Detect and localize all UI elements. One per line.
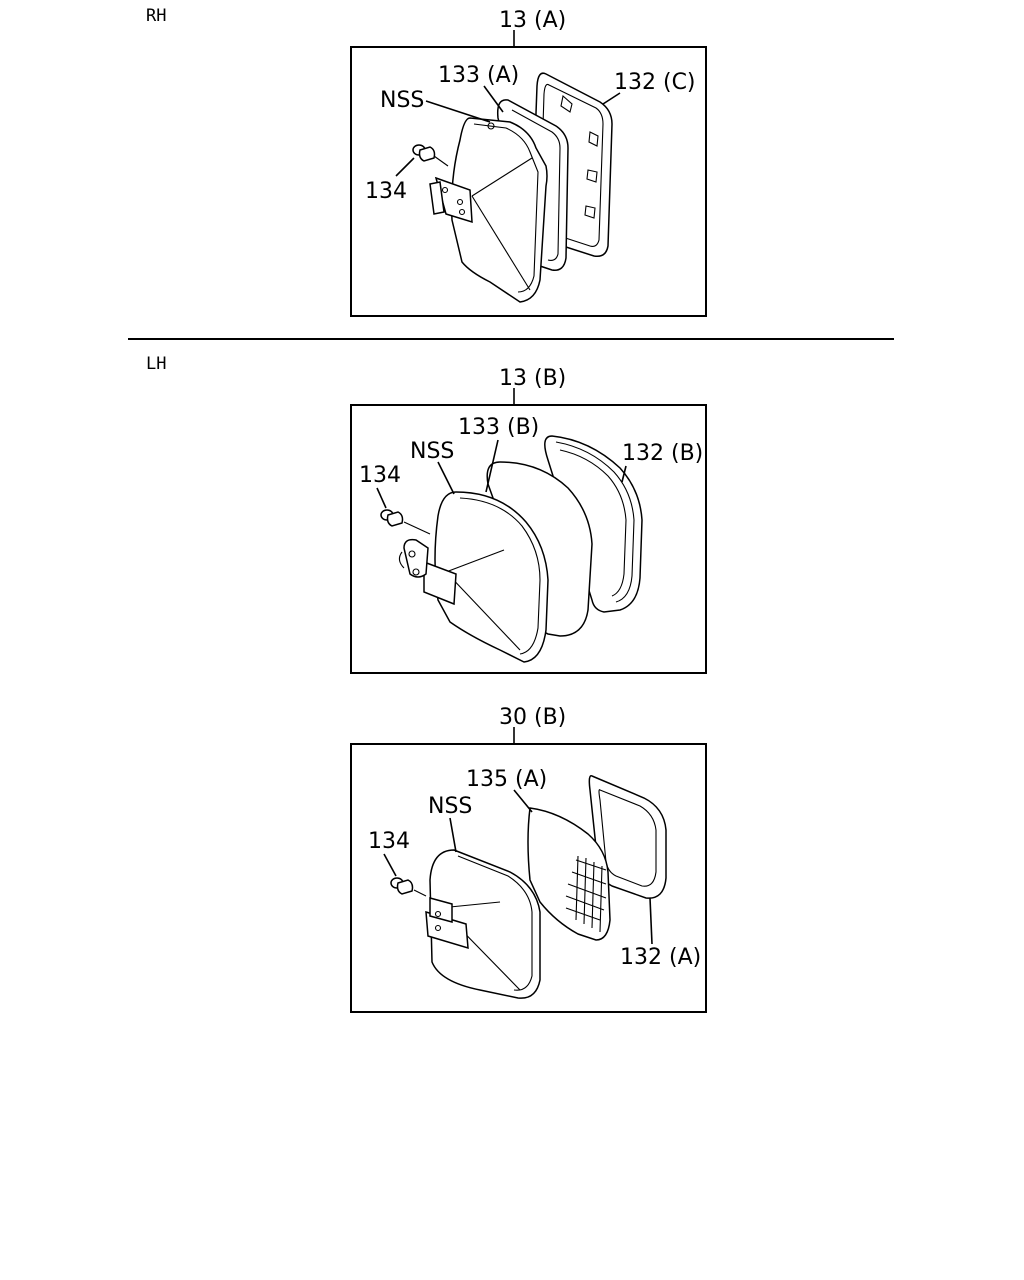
callout-132a: 132 (A) [620,945,701,970]
leader-133a [483,85,504,113]
callout-134-30b: 134 [368,829,410,854]
leader-132b [621,465,627,483]
assembly-13a: 13 (A) [350,8,707,317]
assembly-13a-title: 13 (A) [499,8,566,33]
housing-30b [425,849,541,999]
frame-132b [544,435,643,613]
section-label-lh: LH [146,354,166,374]
leader-133b [485,439,499,493]
callout-134-13a: 134 [365,179,407,204]
assembly-30b-title: 30 (B) [499,705,566,730]
leader-134-30b [383,853,397,877]
callout-nss-13b: NSS [410,439,454,464]
housing-13b [398,491,549,663]
callout-133b: 133 (B) [458,415,539,440]
leader-134-13a [395,157,415,177]
callout-135a: 135 (A) [466,767,547,792]
section-label-rh: RH [146,6,166,26]
leader-135a [513,789,533,813]
screw-134-30b [390,877,427,897]
glass-135a [527,807,611,941]
screw-134-13b [380,509,431,535]
glass-grid-pattern [565,855,607,933]
leader-132a [649,897,653,945]
housing-13a [429,117,548,303]
callout-132c: 132 (C) [614,70,696,95]
frame-132a [588,775,667,899]
assembly-13b-title: 13 (B) [499,366,566,391]
leader-132c [602,92,621,105]
leader-nss-13a [425,100,491,123]
callout-nss-30b: NSS [428,794,472,819]
leader-nss-13b [437,461,455,495]
leader-134-13b [376,487,387,509]
assembly-30b: 30 (B) [350,705,707,1013]
callout-nss-13a: NSS [380,88,424,113]
assembly-13b: 13 (B) [350,366,707,674]
callout-133a: 133 (A) [438,63,519,88]
leader-nss-30b [449,817,457,853]
callout-134-13b: 134 [359,463,401,488]
callout-132b: 132 (B) [622,441,703,466]
screw-134-13a [412,144,449,167]
